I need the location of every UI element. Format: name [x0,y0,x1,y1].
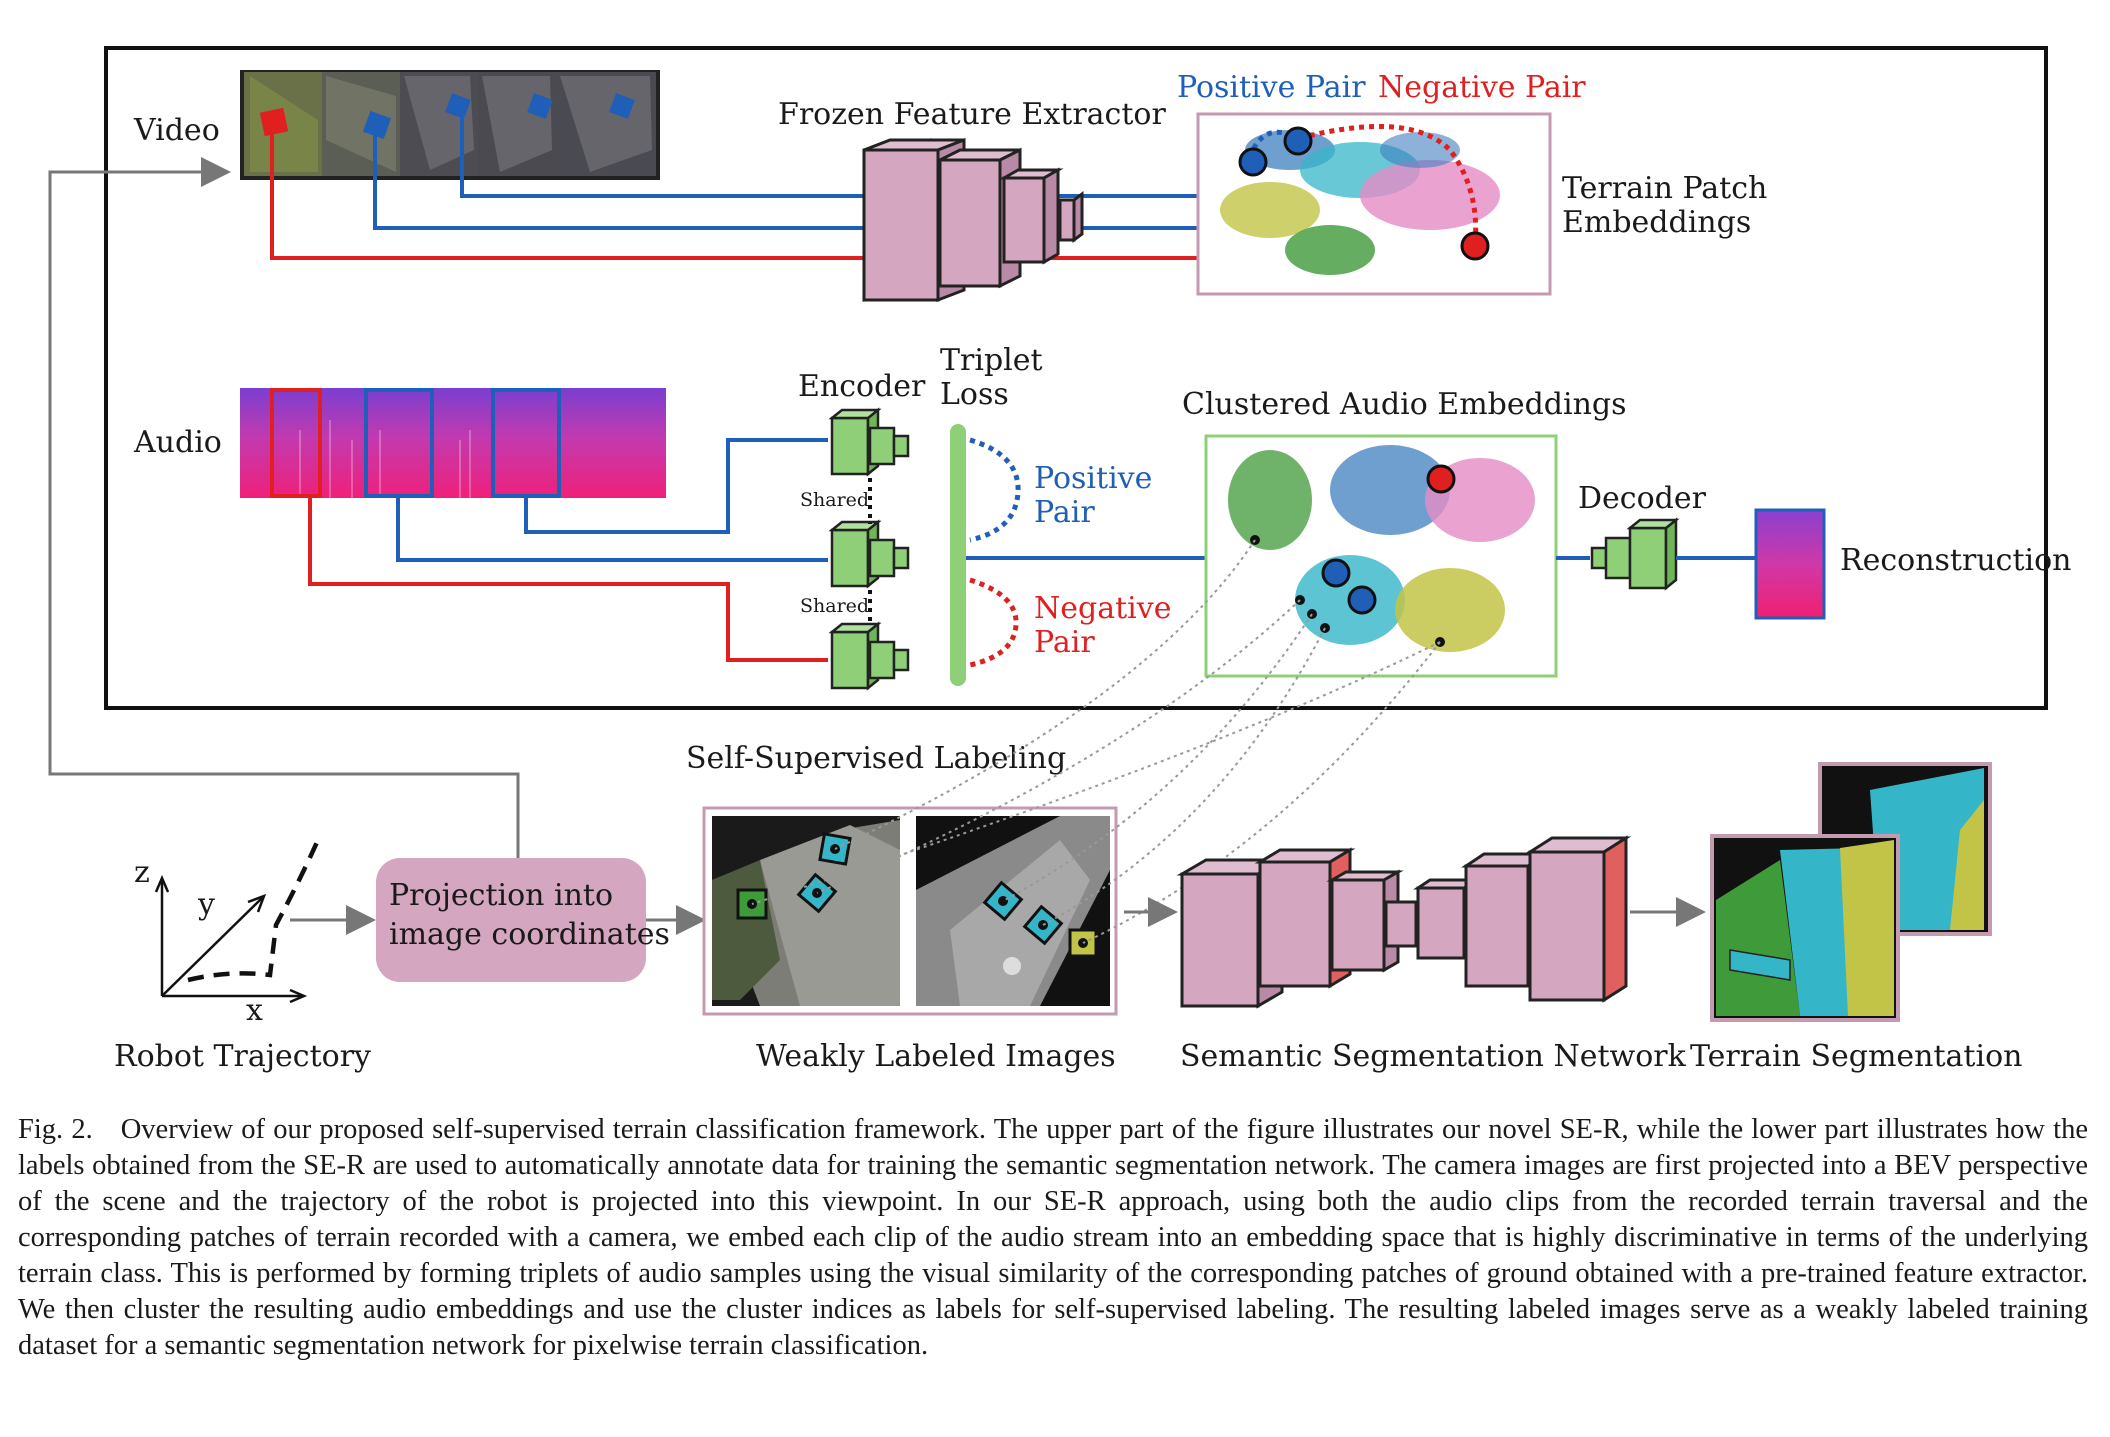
spectrogram-streaks [299,420,471,498]
audio-line-neg [308,496,828,662]
frozen-extractor-blocks [862,137,1084,303]
segmentation-network-blocks [1176,835,1632,1009]
terrain-patch-label-1: Terrain Patch [1562,171,1767,206]
video-frames [240,70,660,180]
video-label: Video [133,113,220,148]
positive-label-1: Positive [1034,461,1152,496]
weak-image-1 [712,816,900,1006]
clustered-audio-scatter [1228,445,1535,652]
weakly-labeled-images-label: Weakly Labeled Images [756,1039,1116,1074]
cluster-positive-dot-1 [1321,558,1351,588]
encoder-mid [828,519,910,589]
projection-label-1: Projection into [389,878,613,913]
negative-patch-marker [259,107,289,137]
reconstruction-spectrogram [1754,508,1826,620]
top-positive-dotted-link [1247,129,1300,159]
figure-number: Fig. 2. [18,1114,93,1145]
triplet-label-2: Loss [940,377,1009,412]
decoder-blocks [1590,517,1680,591]
encoder-top [828,407,910,477]
top-positive-dot-2 [1283,126,1313,156]
shared-label-2: Shared [800,595,869,617]
negative-label-2: Pair [1034,625,1095,660]
frozen-extractor-label: Frozen Feature Extractor [778,97,1166,132]
triplet-label-1: Triplet [940,343,1043,378]
terrain-segmentation-label: Terrain Segmentation [1690,1039,2022,1074]
encoder-label: Encoder [798,369,926,404]
triplet-loss-bar [950,424,966,686]
positive-pair-top-label: Positive Pair [1177,70,1366,105]
top-negative-dotted-link [1299,124,1479,246]
audio-spectrogram [240,388,666,498]
positive-patch-marker [362,110,392,140]
feedback-arrow [48,157,520,858]
shared-label-1: Shared [800,489,869,511]
audio-line-top [524,438,828,534]
robot-trajectory-axes [154,874,308,1004]
top-negative-dot [1460,231,1490,261]
label-link-lines [751,539,1441,944]
framework-figure: Video Frozen Feature Extractor [48,46,2071,1074]
audio-label: Audio [133,425,222,460]
audio-line-mid [396,496,828,562]
decoder-label: Decoder [1578,481,1707,516]
clustered-audio-label: Clustered Audio Embeddings [1182,387,1627,422]
semantic-segmentation-network-label: Semantic Segmentation Network [1180,1039,1687,1074]
axis-z-label: z [134,855,150,890]
terrain-patch-label-2: Embeddings [1562,205,1751,240]
negative-pair-brace [969,577,1019,668]
axis-x-label: x [246,993,263,1028]
cluster-negative-dot [1426,464,1456,494]
se-r-frame [104,46,2048,710]
projection-label-2: image coordinates [389,917,670,952]
top-positive-dot-1 [1238,147,1268,177]
encoder-bottom [828,621,910,691]
negative-label-1: Negative [1034,591,1171,626]
encoder-blocks [828,407,910,691]
positive-label-2: Pair [1034,495,1095,530]
cluster-positive-dot-2 [1347,585,1377,615]
robot-trajectory-path [187,839,321,983]
reconstruction-label: Reconstruction [1840,543,2071,578]
audio-clip-negative [270,388,322,498]
negative-pair-top-label: Negative Pair [1378,70,1586,105]
axis-y-label: y [197,887,215,922]
figure-caption: Fig. 2.Overview of our proposed self-sup… [18,1112,2088,1364]
projection-box [376,858,646,982]
positive-pair-brace [969,437,1021,543]
segmentation-output-front [1710,834,1900,1022]
robot-trajectory-label: Robot Trajectory [114,1039,371,1074]
caption-text: Overview of our proposed self-supervised… [18,1114,2088,1361]
self-supervised-labeling-label: Self-Supervised Labeling [686,741,1066,776]
weak-image-2 [916,816,1110,1006]
